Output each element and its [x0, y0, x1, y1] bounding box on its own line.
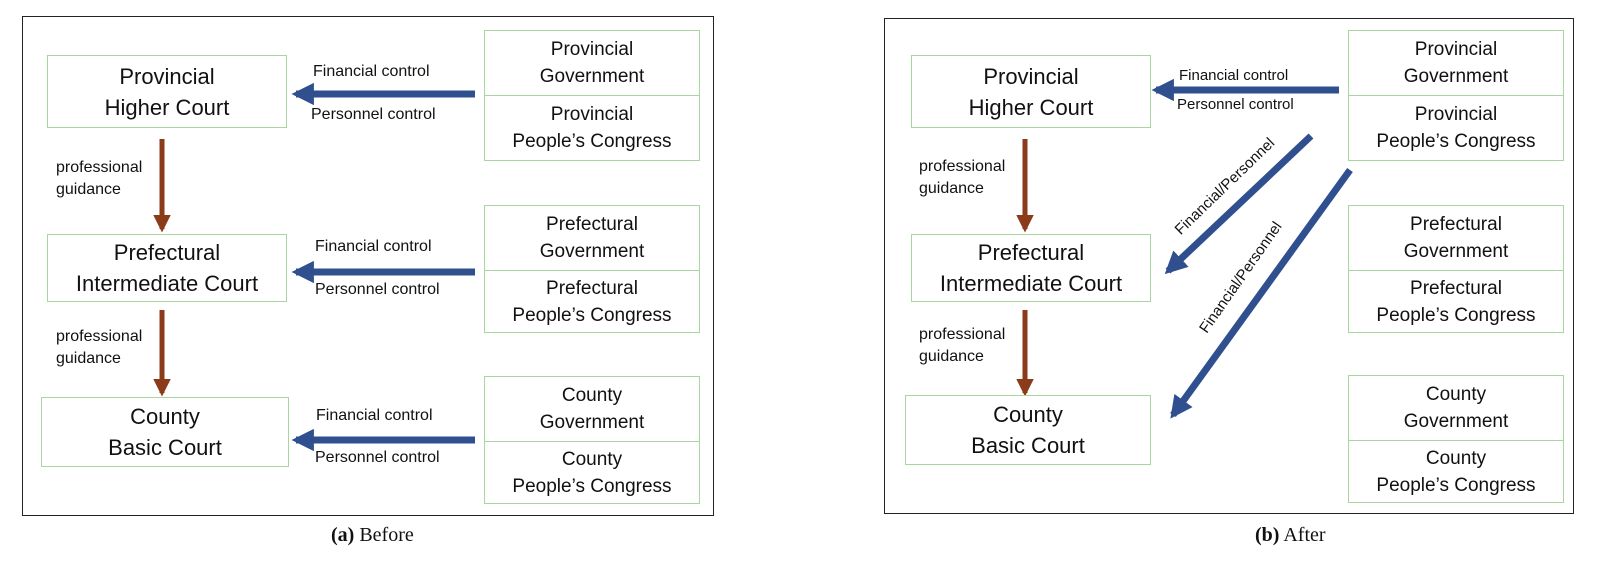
guidance-line2: guidance	[919, 348, 984, 365]
guidance-label: professional guidance	[56, 326, 142, 370]
gov-line2: Government	[539, 241, 645, 262]
pc-line1: Provincial	[550, 104, 634, 125]
court-line1: County	[130, 404, 200, 429]
financial-control-label: Financial control	[315, 238, 432, 255]
gov-line1: County	[561, 385, 623, 406]
caption-before: (a) Before	[331, 524, 414, 547]
pc-line2: People’s Congress	[512, 304, 672, 326]
guidance-label: professional guidance	[919, 156, 1005, 200]
court-line2: Higher Court	[968, 94, 1094, 120]
gov-line1: Prefectural	[546, 214, 638, 235]
gov-line2: Government	[539, 412, 645, 433]
guidance-line1: professional	[919, 326, 1006, 343]
guidance-line2: guidance	[919, 180, 984, 197]
court-line1: Provincial	[119, 63, 215, 89]
guidance-label: professional guidance	[56, 157, 142, 201]
court-line2: Intermediate Court	[939, 271, 1123, 296]
caption-letter: (b)	[1255, 524, 1280, 546]
gov-line2: Government	[1403, 411, 1509, 432]
gov-line1: County	[1425, 384, 1487, 405]
pc-line1: Provincial	[1414, 104, 1498, 125]
caption-after: (b) After	[1255, 524, 1326, 547]
guidance-line1: professional	[56, 328, 143, 345]
financial-control-label: Financial control	[1179, 67, 1289, 84]
personnel-control-label: Personnel control	[311, 106, 436, 123]
guidance-line2: guidance	[56, 181, 121, 198]
panel-before	[22, 16, 714, 516]
guidance-line1: professional	[56, 159, 143, 176]
financial-control-label: Financial control	[316, 407, 433, 424]
pc-line1: County	[561, 448, 623, 470]
guidance-line1: professional	[919, 158, 1006, 175]
gov-line1: Provincial	[550, 39, 634, 60]
personnel-control-label: Personnel control	[315, 449, 440, 466]
court-line1: Provincial	[983, 63, 1079, 89]
financial-control-label: Financial control	[313, 63, 430, 80]
court-line2: Basic Court	[108, 435, 222, 460]
guidance-line2: guidance	[56, 350, 121, 367]
gov-line1: Provincial	[1414, 39, 1498, 60]
pc-line2: People’s Congress	[1376, 474, 1536, 496]
court-line2: Higher Court	[104, 94, 230, 120]
court-line1: Prefectural	[977, 240, 1085, 265]
caption-text: Before	[359, 524, 414, 546]
personnel-control-label: Personnel control	[1177, 96, 1294, 113]
guidance-label: professional guidance	[919, 324, 1005, 368]
gov-line2: Government	[1403, 66, 1509, 87]
personnel-control-label: Personnel control	[315, 281, 440, 298]
caption-letter: (a)	[331, 524, 355, 546]
pc-line2: People’s Congress	[512, 131, 672, 152]
gov-line1: Prefectural	[1410, 214, 1502, 235]
pc-line1: Prefectural	[1410, 277, 1502, 299]
pc-line2: People’s Congress	[512, 475, 672, 497]
court-line1: County	[993, 402, 1063, 427]
court-line1: Prefectural	[113, 240, 221, 265]
pc-line1: Prefectural	[546, 277, 638, 299]
pc-line2: People’s Congress	[1376, 131, 1536, 152]
gov-line2: Government	[1403, 241, 1509, 262]
pc-line2: People’s Congress	[1376, 304, 1536, 326]
court-line2: Basic Court	[971, 433, 1085, 458]
court-line2: Intermediate Court	[75, 271, 259, 296]
gov-line2: Government	[539, 66, 645, 87]
caption-text: After	[1283, 524, 1326, 546]
pc-line1: County	[1425, 447, 1487, 469]
panel-after	[884, 18, 1574, 514]
